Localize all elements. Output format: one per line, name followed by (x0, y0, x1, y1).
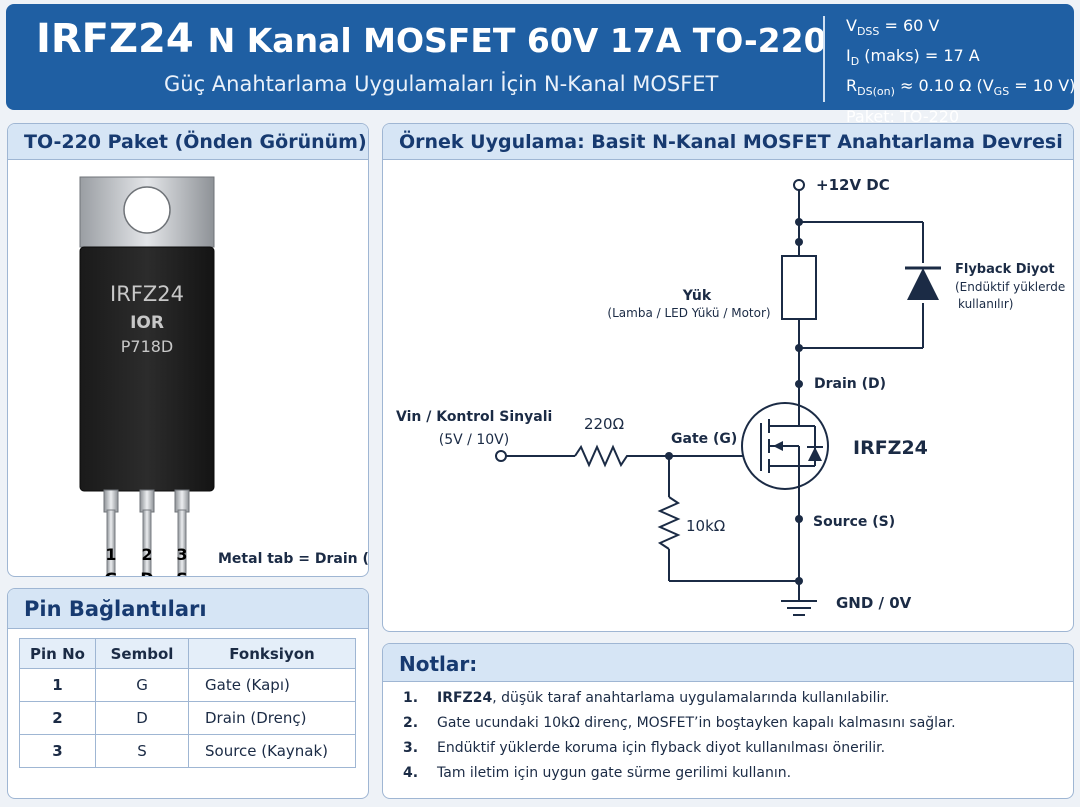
circuit-panel: Örnek Uygulama: Basit N-Kanal MOSFET Ana… (382, 123, 1074, 632)
ground-label: GND / 0V (836, 594, 912, 612)
pin-no-cell: 3 (19, 734, 96, 768)
gate-resistor-value: 220Ω (584, 415, 624, 433)
junction-dots (665, 218, 803, 585)
page-title: IRFZ24 N Kanal MOSFET 60V 17A TO-220 (36, 16, 827, 62)
table-row: 1 G Gate (Kapı) (19, 668, 356, 702)
flyback-diode (905, 266, 941, 300)
list-item: 3.Endüktif yüklerde koruma için flyback … (403, 740, 886, 756)
mosfet-symbol (741, 402, 829, 490)
pin-connections-title: Pin Bağlantıları (8, 589, 368, 629)
supply-terminal (793, 179, 805, 191)
pin-no-cell: 2 (19, 701, 96, 735)
gate-label: Gate (G) (671, 431, 737, 447)
chip-logo: IOR (130, 313, 164, 333)
pin-connections-panel: Pin Bağlantıları Pin No Sembol Fonksiyon… (7, 588, 369, 799)
input-terminal (495, 450, 507, 462)
spec-vdss: VDSS = 60 V (846, 16, 940, 39)
chip-logo-text: IOR (130, 313, 164, 333)
list-item: 4.Tam iletim için uygun gate sürme geril… (403, 765, 792, 781)
vin-range: (5V / 10V) (439, 432, 509, 448)
header-divider (823, 16, 825, 102)
supply-label: +12V DC (816, 176, 890, 194)
header-banner: IRFZ24 N Kanal MOSFET 60V 17A TO-220 Güç… (6, 4, 1075, 126)
list-item: 1.IRFZ24, düşük taraf anahtarlama uygula… (403, 690, 890, 706)
pulldown-resistor (657, 496, 681, 550)
title-description: N Kanal MOSFET 60V 17A TO-220 (207, 21, 827, 60)
load-title: Yük (682, 288, 712, 304)
pin-number: 3 (176, 545, 187, 564)
gate-resistor (574, 444, 631, 468)
to220-illustration: IRFZ24 IOR P718D Metal tab = Drain (D) 1… (79, 176, 369, 577)
diode-description: kullanılır) (958, 297, 1013, 311)
table-row: 2 D Drain (Drenç) (19, 701, 356, 735)
drain-label: Drain (D) (814, 376, 886, 392)
vin-title: Vin / Kontrol Sinyali (396, 409, 552, 425)
tab-drain-note: Metal tab = Drain (D) (218, 551, 369, 567)
load-resistor (781, 255, 817, 320)
pin-number: 1 (105, 545, 116, 564)
notes-list: 1.IRFZ24, düşük taraf anahtarlama uygula… (403, 690, 956, 790)
column-header: Fonksiyon (188, 638, 356, 669)
circuit-wires (506, 190, 924, 601)
metal-tab (79, 176, 215, 248)
pin-labels: 1 2 3 G D S (104, 545, 188, 577)
pin-letter: G (104, 569, 117, 577)
pin-table: Pin No Sembol Fonksiyon 1 G Gate (Kapı) … (19, 638, 356, 768)
title-part-number: IRFZ24 (36, 16, 194, 62)
spec-list: VDSS = 60 V ID (maks) = 17 A RDS(on) ≈ 0… (846, 14, 1075, 129)
diode-title: Flyback Diyot (955, 262, 1055, 277)
circuit-panel-title: Örnek Uygulama: Basit N-Kanal MOSFET Ana… (383, 124, 1073, 160)
function-cell: Drain (Drenç) (188, 701, 356, 735)
spec-id: ID (maks) = 17 A (846, 46, 980, 69)
chip-date-code: P718D (121, 337, 174, 356)
table-header-row: Pin No Sembol Fonksiyon (19, 638, 356, 669)
column-header: Sembol (95, 638, 189, 669)
chip-part-marking: IRFZ24 (110, 282, 184, 306)
symbol-cell: S (95, 734, 189, 768)
spec-package: Paket: TO-220 (846, 106, 960, 126)
symbol-cell: D (95, 701, 189, 735)
pin-no-cell: 1 (19, 668, 96, 702)
function-cell: Source (Kaynak) (188, 734, 356, 768)
load-description: (Lamba / LED Yükü / Motor) (607, 306, 770, 320)
notes-panel: Notlar: 1.IRFZ24, düşük taraf anahtarlam… (382, 643, 1074, 799)
switching-circuit-schematic: +12V DC Yük (Lamba / LED Yükü / Motor) F… (396, 176, 1065, 616)
pin-letter: S (176, 569, 188, 577)
spec-rdson: RDS(on) ≈ 0.10 Ω (VGS = 10 V) (846, 76, 1076, 99)
pulldown-resistor-value: 10kΩ (686, 517, 725, 535)
package-legs (103, 489, 190, 576)
column-header: Pin No (19, 638, 96, 669)
package-panel: TO-220 Paket (Önden Görünüm) (7, 123, 369, 577)
pin-number: 2 (141, 545, 152, 564)
page-subtitle: Güç Anahtarlama Uygulamaları İçin N-Kana… (164, 72, 719, 96)
pin-letter: D (140, 569, 153, 577)
function-cell: Gate (Kapı) (188, 668, 356, 702)
source-label: Source (S) (813, 514, 895, 530)
table-row: 3 S Source (Kaynak) (19, 734, 356, 768)
symbol-cell: G (95, 668, 189, 702)
diode-description: (Endüktif yüklerde (955, 280, 1065, 294)
mosfet-label: IRFZ24 (853, 437, 928, 459)
ground-symbol (781, 600, 817, 616)
package-panel-title: TO-220 Paket (Önden Görünüm) (8, 124, 368, 160)
list-item: 2.Gate ucundaki 10kΩ direnç, MOSFET’in b… (403, 715, 956, 731)
notes-title: Notlar: (383, 644, 1073, 682)
